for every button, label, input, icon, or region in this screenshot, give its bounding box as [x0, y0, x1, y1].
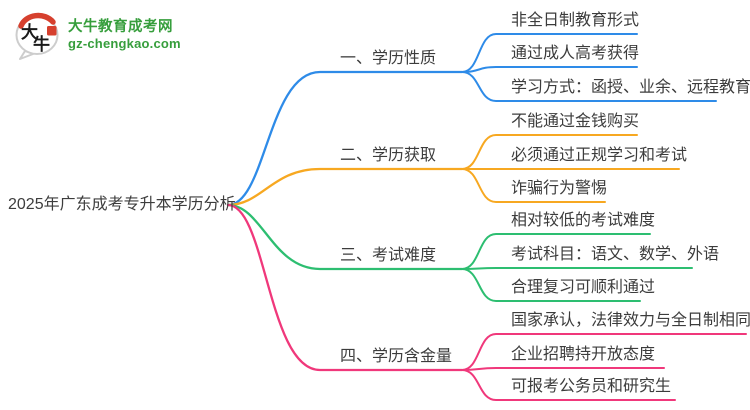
daniu-logo-icon: 大 牛 — [15, 12, 59, 60]
leaf-node: 企业招聘持开放态度 — [511, 346, 656, 363]
leaf-node: 不能通过金钱购买 — [511, 113, 640, 130]
leaf-node: 合理复习可顺利通过 — [511, 279, 656, 296]
leaf-node: 考试科目：语文、数学、外语 — [511, 246, 720, 263]
branch-node-1: 一、学历性质 — [340, 50, 437, 67]
branch-1-links — [226, 33, 717, 207]
logo-text: 大牛教育成考网 gz-chengkao.com — [68, 18, 181, 51]
leaf-node: 必须通过正规学习和考试 — [511, 147, 688, 164]
branch-4-links — [226, 203, 747, 401]
branch-node-4: 四、学历含金量 — [340, 348, 453, 365]
leaf-node: 可报考公务员和研究生 — [511, 378, 672, 395]
site-name: 大牛教育成考网 — [68, 18, 173, 35]
branch-node-3: 三、考试难度 — [340, 247, 437, 264]
leaf-node: 相对较低的考试难度 — [511, 212, 656, 229]
leaf-node: 学习方式：函授、业余、远程教育 — [511, 79, 750, 96]
logo-char-niu: 牛 — [33, 34, 50, 54]
branch-2-links — [226, 134, 680, 207]
leaf-node: 非全日制教育形式 — [511, 12, 640, 29]
site-logo: 大 牛 大牛教育成考网 gz-chengkao.com — [14, 8, 181, 60]
mindmap-root-title: 2025年广东成考专升本学历分析 — [8, 196, 236, 213]
logo-char-da: 大 — [21, 22, 38, 42]
leaf-node: 诈骗行为警惕 — [511, 180, 608, 197]
site-url: gz-chengkao.com — [68, 35, 181, 51]
leaf-node: 通过成人高考获得 — [511, 45, 640, 62]
branch-3-links — [226, 203, 693, 302]
leaf-node: 国家承认，法律效力与全日制相同 — [511, 312, 750, 329]
branch-node-2: 二、学历获取 — [340, 147, 437, 164]
